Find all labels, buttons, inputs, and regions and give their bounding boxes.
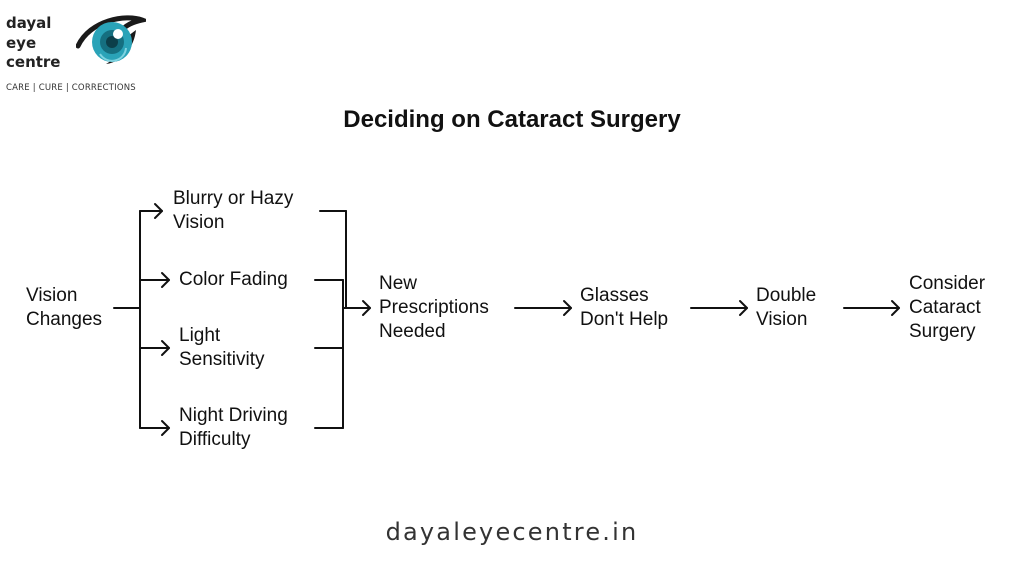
- node-vision-changes: Vision Changes: [26, 285, 103, 330]
- node-blurry-vision: Blurry or Hazy Vision: [173, 188, 294, 233]
- node-double-vision: Double Vision: [756, 285, 817, 330]
- node-light-sensitivity: Light Sensitivity: [179, 325, 265, 370]
- arrowhead-night-driving: [161, 420, 170, 436]
- arrowhead-new-prescriptions: [362, 300, 371, 316]
- arrowhead-light-sensitivity: [161, 340, 170, 356]
- node-color-fading: Color Fading: [179, 269, 288, 290]
- node-consider-surgery: Consider Cataract Surgery: [909, 273, 986, 342]
- footer-website: dayaleyecentre.in: [385, 518, 639, 546]
- brand-logo: dayal eye centre CARE | CURE | CORRECTIO…: [6, 14, 156, 96]
- arrowhead-double-vision: [739, 300, 748, 316]
- node-glasses-dont-help: Glasses Don't Help: [580, 285, 669, 330]
- arrowhead-blurry: [154, 203, 163, 219]
- arrowhead-color-fading: [161, 272, 170, 288]
- arrowhead-glasses: [563, 300, 572, 316]
- brand-name-line-3: centre: [6, 53, 61, 71]
- brand-name-line-2: eye: [6, 34, 37, 52]
- eye-icon: [76, 15, 146, 64]
- diagram-title: Deciding on Cataract Surgery: [343, 106, 681, 133]
- node-night-driving: Night Driving Difficulty: [179, 405, 288, 450]
- arrowhead-consider-surgery: [891, 300, 900, 316]
- brand-tagline: CARE | CURE | CORRECTIONS: [6, 83, 136, 93]
- node-new-prescriptions: New Prescriptions Needed: [379, 273, 489, 342]
- brand-name-line-1: dayal: [6, 14, 52, 32]
